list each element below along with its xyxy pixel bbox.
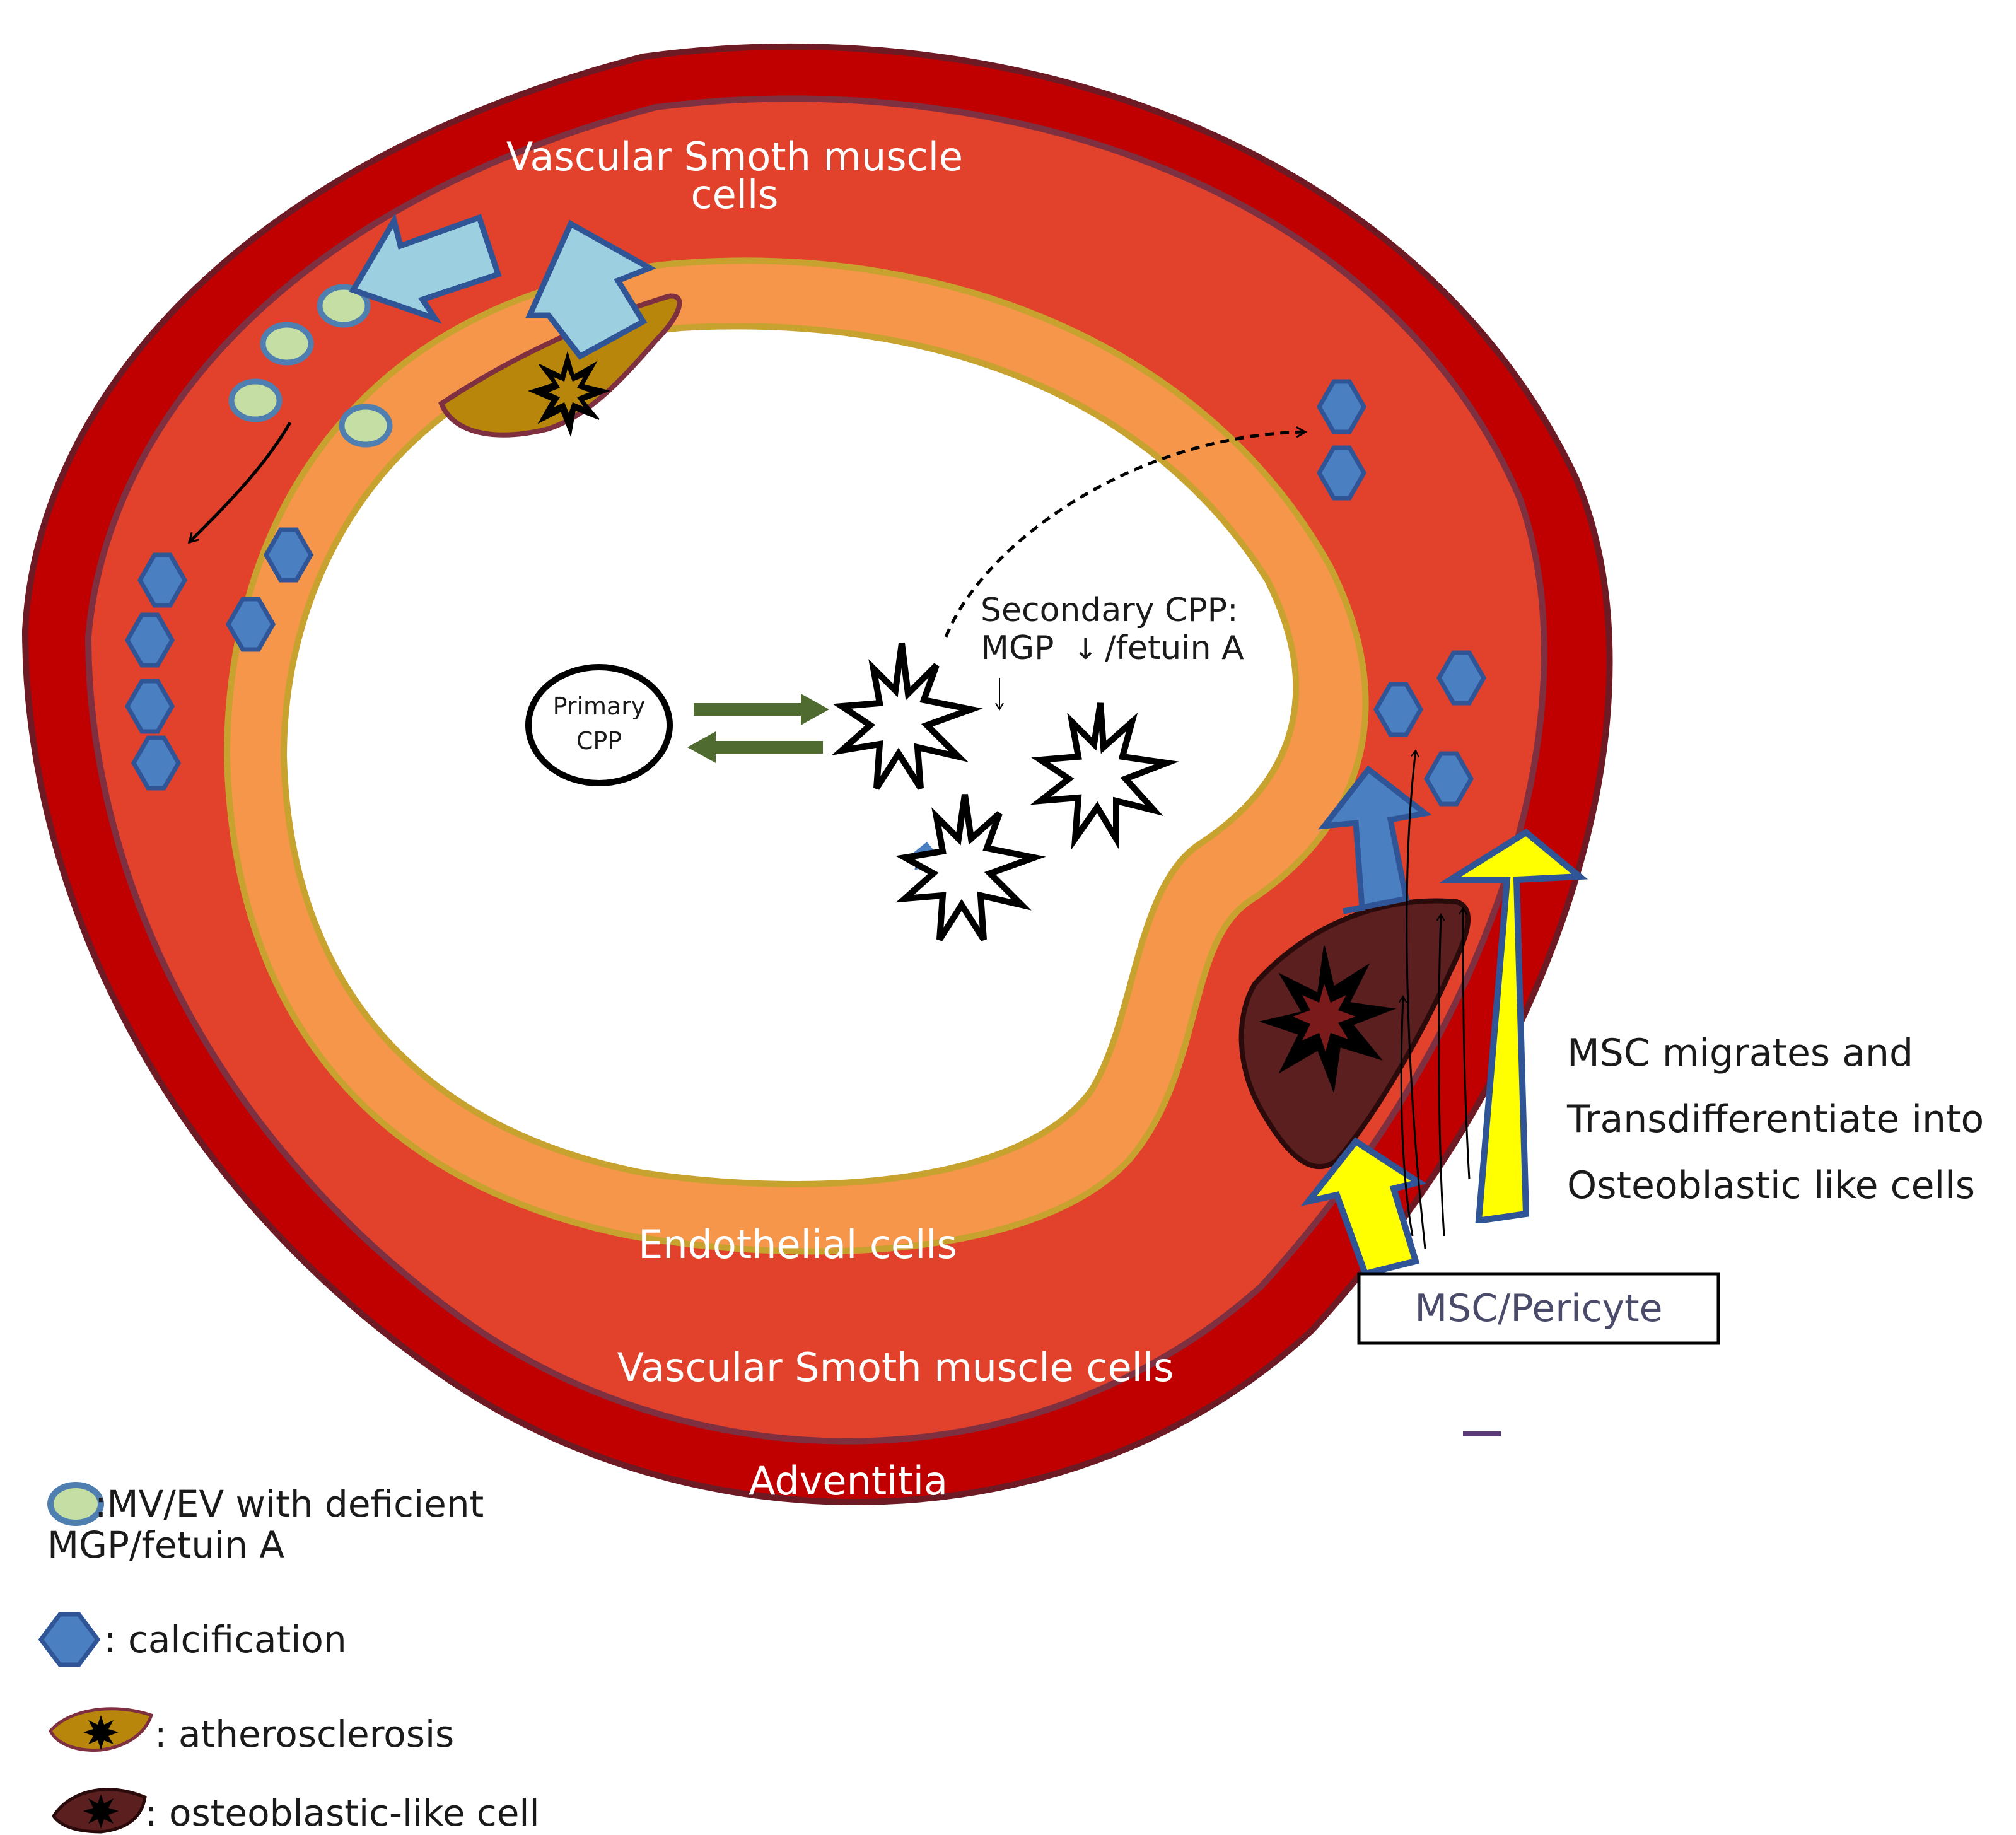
equilibrium-arrows (687, 694, 829, 763)
calcification-release-arrow-icon (1318, 765, 1432, 914)
cpp-star-icon (1030, 702, 1179, 851)
adventitia-label: Adventitia (749, 1458, 948, 1504)
secondary-cpp-fetuin: /fetuin A (1105, 629, 1244, 667)
msc-path-arrow-4 (1436, 913, 1445, 1237)
legend-atherosclerosis-text: : atherosclerosis (154, 1713, 454, 1756)
primary-cpp-label-1: Primary (553, 692, 646, 720)
reverse-arrow-icon (687, 731, 823, 763)
secondary-cpp-down-arrow: ↓ (1073, 632, 1098, 666)
vsmc-bottom-label: Vascular Smoth muscle cells (617, 1344, 1174, 1390)
smc-migration-arrow-icon (525, 219, 656, 360)
calcification-hexagon (1373, 682, 1424, 737)
msc-pericyte-label: MSC/Pericyte (1414, 1286, 1662, 1331)
msc-label-1: MSC migrates and (1567, 1031, 1913, 1075)
secondary-cpp-label-1: Secondary CPP: (981, 591, 1238, 629)
dash-mark (1463, 1431, 1501, 1436)
calcification-hexagon (1423, 751, 1474, 807)
primary-cpp-circle (525, 664, 673, 786)
secondary-cpp-mgp: MGP (981, 629, 1054, 667)
cpp-star-icon (895, 794, 1046, 941)
cpp-star-icon (831, 643, 983, 790)
calcification-hexagon (137, 552, 188, 608)
vesicle-to-calcification-arrow (187, 421, 292, 544)
msc-tall-arrow-icon (1439, 828, 1588, 1223)
vsmc-top-label-1: Vascular Smoth muscle (506, 134, 963, 180)
legend-mv-text-2: MGP/fetuin A (47, 1523, 284, 1566)
thin-arrows (187, 421, 1471, 1249)
msc-pericyte-box (1357, 1272, 1720, 1345)
msc-short-arrow-icon (1300, 1137, 1427, 1278)
calcification-hexagon (1316, 379, 1367, 434)
primary-cpp-label-2: CPP (576, 727, 622, 755)
legend-osteoblastic-text: : osteoblastic-like cell (145, 1791, 540, 1834)
forward-arrow-icon (694, 694, 829, 725)
legend-mv-text: :MV/EV with deficient (95, 1483, 484, 1525)
msc-label-2: Transdifferentiate into (1566, 1097, 1984, 1141)
calcifications (124, 379, 1487, 807)
calcification-hexagon (225, 597, 276, 652)
legend: :MV/EV with deficient MGP/fetuin A : cal… (38, 1482, 540, 1834)
msc-path-arrow-2 (1459, 907, 1471, 1180)
vesicle (260, 322, 314, 366)
calcification-hexagon (124, 679, 175, 734)
calcification-hexagon (131, 735, 182, 791)
osteoblastic-cell (1238, 898, 1471, 1170)
cpp-to-calcification-dashed-arrow (944, 426, 1308, 638)
vsmc-top-label-2: cells (691, 172, 779, 218)
legend-vesicle-icon (47, 1482, 104, 1526)
calcification-hexagon (263, 527, 314, 583)
endothelial-label: Endothelial cells (638, 1221, 957, 1267)
lumen (280, 323, 1300, 1187)
vesicle (317, 284, 371, 328)
secondary-cpp-particles (831, 643, 1179, 941)
calcification-hexagon (1316, 445, 1367, 501)
msc-label-3: Osteoblastic like cells (1567, 1163, 1975, 1208)
legend-calcification-text: : calcification (104, 1618, 347, 1661)
vesicle-release-arrow-icon (349, 213, 502, 324)
msc-path-arrow-3 (1398, 995, 1414, 1237)
yellow-arrows (1300, 828, 1588, 1278)
vesicles (228, 284, 393, 448)
vesicle (228, 378, 283, 422)
legend-calcification-icon (38, 1612, 101, 1667)
msc-path-arrow-1 (1406, 749, 1426, 1249)
light-blue-arrows (349, 213, 656, 360)
vesicle (339, 404, 393, 448)
calcification-hexagon (1436, 650, 1487, 706)
calcification-hexagon (124, 612, 175, 668)
